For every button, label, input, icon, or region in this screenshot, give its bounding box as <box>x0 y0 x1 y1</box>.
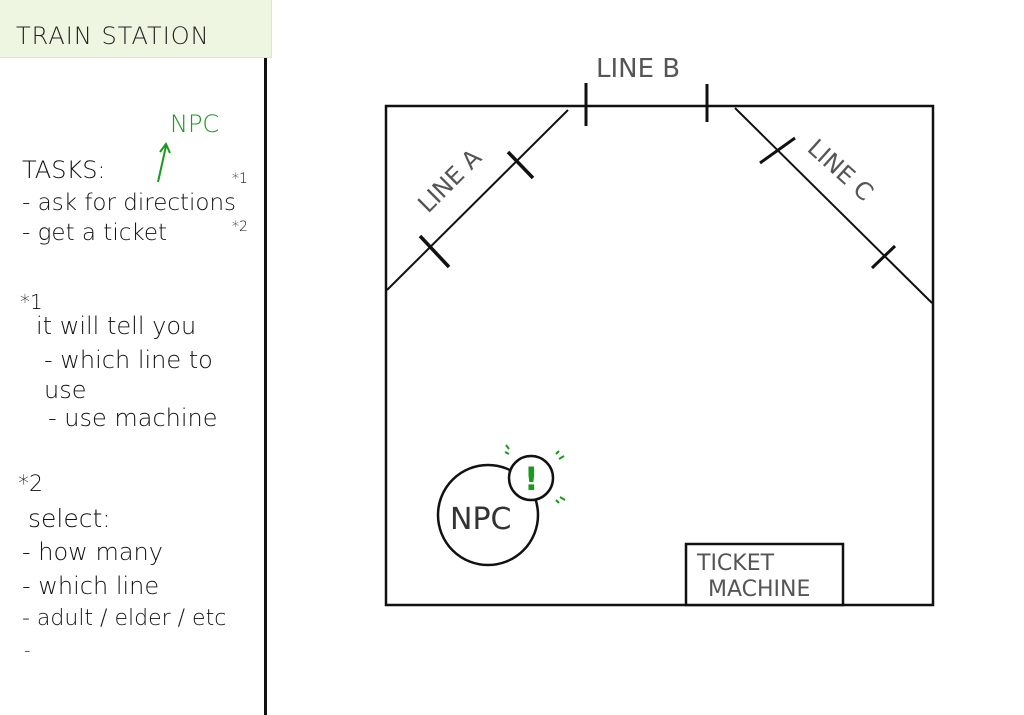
npc-alert-sparkle-icon <box>504 444 566 504</box>
line-c-tick-lower <box>870 244 897 270</box>
task-2-marker: *2 <box>232 219 248 235</box>
divider <box>264 58 267 715</box>
note-1-line-3: use <box>44 376 87 404</box>
note-2-line-4: - adult / elder / etc <box>22 606 227 631</box>
line-a-track <box>386 109 569 291</box>
npc-alert-icon: ! <box>524 460 539 498</box>
line-a-tick-lower <box>418 234 451 269</box>
note-1-line-1: it will tell you <box>36 312 197 340</box>
task-ask-directions: - ask for directions <box>22 190 237 216</box>
line-c-track <box>734 107 933 304</box>
npc-callout-label: NPC <box>170 110 220 138</box>
ticket-machine-label-1: TICKET <box>696 551 775 576</box>
line-c-tick-upper <box>759 136 796 165</box>
notes-panel: NPC TASKS: - ask for directions *1 - get… <box>0 60 264 715</box>
tasks-heading: TASKS: <box>22 156 106 184</box>
npc-callout-arrow-icon <box>157 142 171 183</box>
note-2-line-5: - <box>24 640 31 661</box>
note-2-line-3: - which line <box>22 572 160 600</box>
ticket-machine[interactable] <box>684 542 845 607</box>
note-1-line-2: - which line to <box>44 346 213 374</box>
npc-label: NPC <box>450 502 511 537</box>
note-2-line-1: select: <box>28 504 111 533</box>
note-1-marker: *1 <box>20 290 43 314</box>
line-a-tick-upper <box>506 150 535 180</box>
note-2-line-2: - how many <box>22 538 163 566</box>
line-c-label: LINE C <box>802 134 879 207</box>
note-2-marker: *2 <box>18 472 43 497</box>
station-outline <box>384 104 935 607</box>
line-a-label: LINE A <box>412 143 487 218</box>
line-b-label: LINE B <box>596 54 680 84</box>
task-1-marker: *1 <box>232 171 248 187</box>
npc-alert-bubble <box>507 454 555 502</box>
ticket-machine-label-2: MACHINE <box>708 577 810 602</box>
title-tab: TRAIN STATION <box>0 0 272 58</box>
task-get-ticket: - get a ticket <box>22 220 168 246</box>
page-title: TRAIN STATION <box>16 22 210 50</box>
note-1-line-4: - use machine <box>48 404 218 432</box>
